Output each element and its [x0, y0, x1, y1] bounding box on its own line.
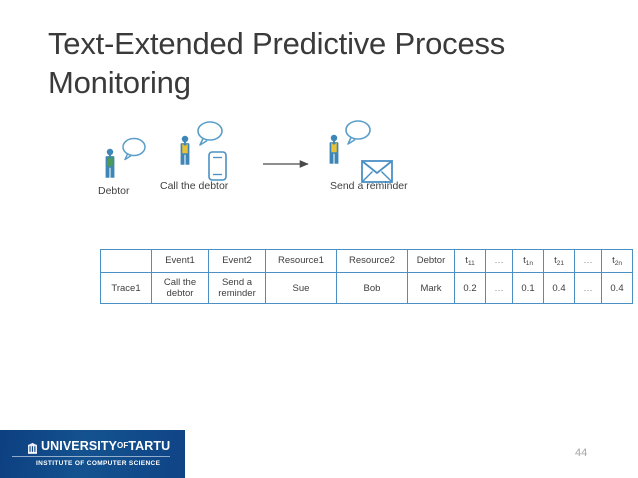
- header-t21: t21: [543, 249, 575, 273]
- diagram-label-debtor: Debtor: [98, 185, 130, 197]
- header-ellipsis-1: …: [485, 249, 513, 273]
- table-header-row: Event1 Event2 Resource1 Resource2 Debtor…: [100, 249, 633, 273]
- cell-trace-id: Trace1: [100, 271, 152, 305]
- header-t2n-base: t: [612, 255, 615, 267]
- smartphone-icon: [208, 151, 227, 181]
- header-t21-base: t: [554, 255, 557, 267]
- header-event1: Event1: [151, 249, 209, 273]
- diagram-label-send-a-reminder: Send a reminder: [330, 180, 408, 192]
- header-event2: Event2: [208, 249, 266, 273]
- header-t11: t11: [454, 249, 486, 273]
- page-title: Text-Extended Predictive Process Monitor…: [48, 26, 506, 101]
- cell-event2: Send a reminder: [208, 271, 266, 305]
- header-blank: [100, 249, 152, 273]
- person-icon-debtor: [105, 148, 115, 178]
- header-resource1: Resource1: [265, 249, 337, 273]
- header-t11-base: t: [465, 255, 468, 267]
- header-t21-sub: 21: [556, 260, 564, 268]
- header-t2n: t2n: [601, 249, 633, 273]
- table-row: Trace1 Call the debtor Send a reminder S…: [100, 271, 633, 305]
- cell-ellipsis-2: …: [574, 271, 602, 305]
- cell-debtor: Mark: [407, 271, 455, 305]
- trace-feature-table: Event1 Event2 Resource1 Resource2 Debtor…: [100, 249, 633, 305]
- banner-of-word: OF: [117, 441, 129, 450]
- university-logo-banner: UNIVERSITYOFTARTU INSTITUTE OF COMPUTER …: [0, 430, 185, 478]
- banner-title-row: UNIVERSITYOFTARTU: [28, 439, 170, 454]
- banner-university-word: UNIVERSITY: [41, 439, 118, 453]
- speech-bubble-icon-call: [197, 121, 223, 146]
- speech-bubble-icon-send: [345, 120, 371, 145]
- cell-event1: Call the debtor: [151, 271, 209, 305]
- header-debtor: Debtor: [407, 249, 455, 273]
- diagram-label-call-the-debtor: Call the debtor: [160, 180, 229, 192]
- cell-t1n: 0.1: [512, 271, 544, 305]
- cell-ellipsis-1: …: [485, 271, 513, 305]
- speech-bubble-icon-debtor: [122, 137, 146, 161]
- header-t11-sub: 11: [467, 260, 475, 268]
- header-resource2: Resource2: [336, 249, 408, 273]
- cell-resource2: Bob: [336, 271, 408, 305]
- header-t1n: t1n: [512, 249, 544, 273]
- header-t1n-sub: 1n: [525, 260, 533, 268]
- cell-t11: 0.2: [454, 271, 486, 305]
- page-number: 44: [575, 447, 588, 459]
- tartu-crest-icon: [28, 441, 37, 454]
- banner-tartu-word: TARTU: [128, 439, 171, 453]
- cell-t2n: 0.4: [601, 271, 633, 305]
- header-t1n-base: t: [523, 255, 526, 267]
- cell-resource1: Sue: [265, 271, 337, 305]
- banner-wordmark: UNIVERSITYOFTARTU: [41, 439, 170, 453]
- arrow-right-icon: [263, 160, 309, 168]
- person-icon-call: [180, 135, 190, 165]
- cell-t21: 0.4: [543, 271, 575, 305]
- person-icon-send: [329, 134, 339, 164]
- banner-institute-label: INSTITUTE OF COMPUTER SCIENCE: [36, 460, 161, 467]
- header-t2n-sub: 2n: [614, 260, 622, 268]
- header-ellipsis-2: …: [574, 249, 602, 273]
- envelope-icon: [361, 160, 393, 183]
- banner-divider: [12, 456, 170, 457]
